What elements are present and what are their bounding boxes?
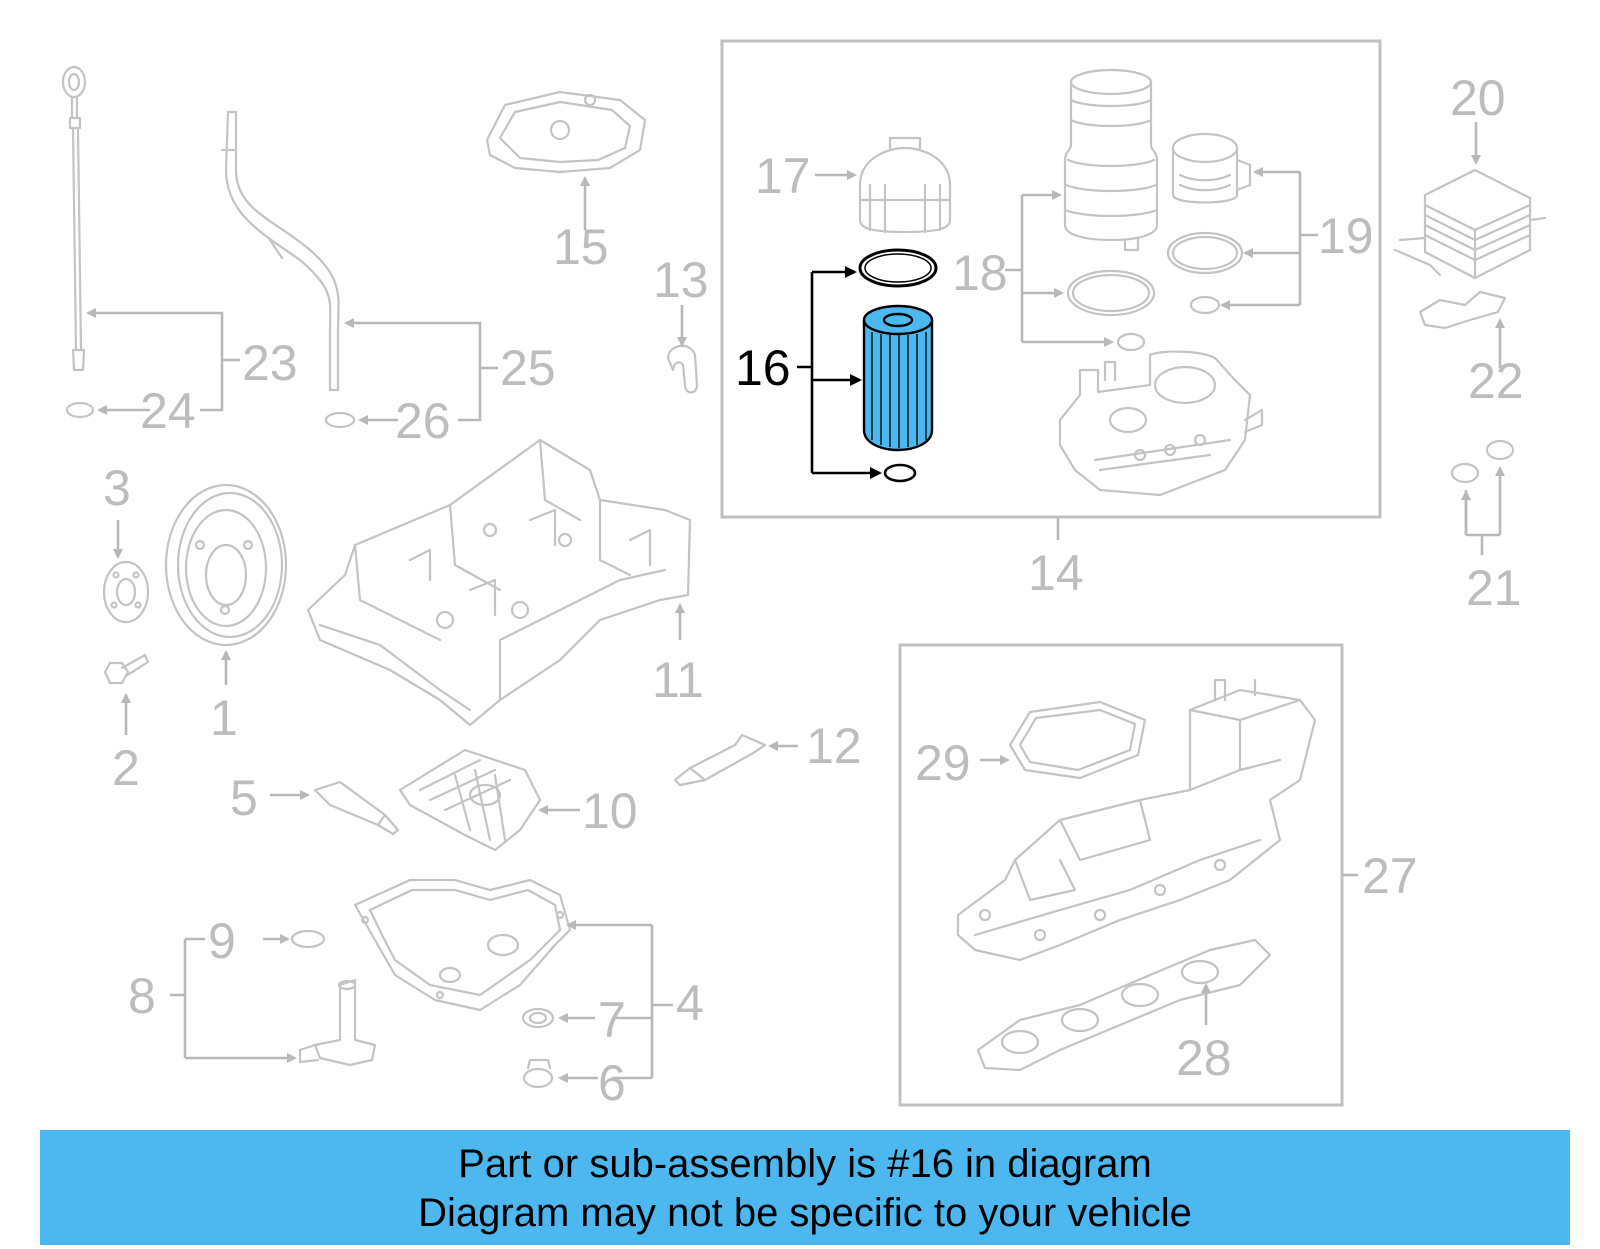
leader-19-bracket [1298,172,1318,305]
cover-plate-part [485,90,647,174]
dipstick-tube-part [220,110,356,429]
gasket-22-part [1418,290,1507,330]
oil-cooler-part [1393,168,1547,280]
leader-25 [344,318,482,366]
manifold-gasket-part [976,938,1272,1072]
callout-23: 23 [242,335,298,391]
callout-2: 2 [112,740,140,796]
callout-15: 15 [553,219,609,275]
callout-1: 1 [210,690,238,746]
oil-pan-part [353,878,572,1012]
callout-6: 6 [598,1055,626,1111]
callout-5: 5 [230,770,258,826]
info-banner: Part or sub-assembly is #16 in diagram D… [40,1130,1570,1245]
leader-25-26-bracket [458,366,498,422]
oil-filter-part-16 [858,248,938,483]
callout-29: 29 [915,735,971,791]
callout-20: 20 [1450,70,1506,126]
leader-23-24-bracket [200,358,240,412]
filter-housing-part [1063,68,1159,352]
callout-19: 19 [1318,208,1374,264]
oil-sensor-part [298,978,377,1067]
leader-8-bracket [170,939,187,1058]
intake-manifold-part [956,678,1317,962]
callout-3: 3 [103,460,131,516]
callout-18: 18 [952,245,1008,301]
callout-13: 13 [653,252,709,308]
assembly-box-27 [898,643,1344,1107]
callout-25: 25 [500,340,556,396]
gasket-29-part [1008,700,1147,780]
pulley-part [164,483,288,647]
dipstick-part [61,65,95,419]
sealant-tube-5-part [313,780,400,836]
seal-21-part [1450,439,1515,484]
callout-27: 27 [1362,848,1418,904]
banner-line-1: Part or sub-assembly is #16 in diagram [458,1142,1152,1186]
callout-26: 26 [395,393,451,449]
lower-crankcase-part [306,438,692,727]
callout-12: 12 [806,718,862,774]
filter-cap-part [858,136,952,234]
callout-22: 22 [1468,353,1524,409]
callout-21: 21 [1466,560,1522,616]
washer-part [102,560,150,624]
callout-17: 17 [755,148,811,204]
baffle-part [398,748,542,852]
callout-11: 11 [652,652,704,708]
sealant-tube-12-part [673,733,767,787]
banner-line-2: Diagram may not be specific to your vehi… [418,1191,1192,1235]
valve-part [1166,132,1252,315]
callout-28: 28 [1176,1030,1232,1086]
bolt-part [103,653,150,685]
callout-7: 7 [598,992,626,1048]
leader-4-bracket [650,925,673,1078]
leader-18-bracket [1005,195,1024,342]
callout-8: 8 [128,968,156,1024]
callout-9: 9 [208,913,236,969]
seal-7-part [521,1007,555,1029]
callout-14: 14 [1028,545,1084,601]
callout-4: 4 [676,975,704,1031]
clip-part [666,344,699,394]
assembly-box-14 [720,39,1382,519]
callout-10: 10 [582,783,638,839]
filter-module-part [1058,350,1264,497]
callout-24: 24 [140,383,196,439]
leader-23 [86,308,224,358]
drain-plug-part [522,1058,554,1089]
callout-16: 16 [735,340,791,396]
leader-16-bracket [797,272,814,473]
seal-9-part [290,929,326,949]
leader-21 [1464,468,1500,555]
